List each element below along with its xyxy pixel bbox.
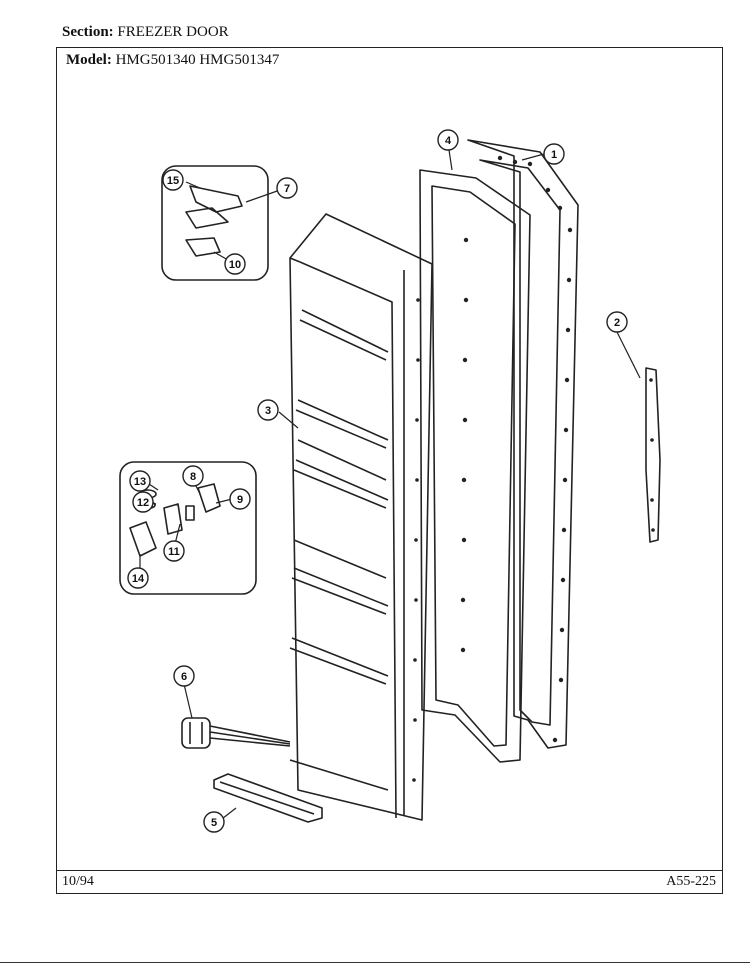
inset-top-hinge	[161, 165, 269, 281]
callout-labels: 1 2 3 4 5 6 7 8 9 10 11 12 13 14 15	[127, 129, 628, 833]
svg-text:6: 6	[181, 671, 187, 683]
section-title: Section: FREEZER DOOR	[62, 24, 229, 41]
page-bottom-rule	[0, 962, 750, 963]
revision-date: 10/94	[62, 874, 94, 889]
callout-5: 5	[203, 811, 225, 833]
footer-divider	[56, 870, 723, 871]
callout-1: 1	[543, 143, 565, 165]
svg-text:4: 4	[445, 135, 452, 147]
door-liner	[289, 213, 433, 821]
callout-11: 11	[163, 540, 185, 562]
page-code: A55-225	[666, 874, 716, 889]
callout-6: 6	[173, 665, 195, 687]
section-label: Section:	[62, 24, 114, 40]
callout-7: 7	[276, 177, 298, 199]
inset-lower-hinge	[119, 461, 257, 595]
callout-2: 2	[606, 311, 628, 333]
svg-text:10: 10	[229, 259, 241, 271]
section-value: FREEZER DOOR	[117, 24, 229, 40]
model-label: Model:	[66, 52, 112, 68]
model-value: HMG501340 HMG501347	[115, 52, 280, 68]
svg-text:12: 12	[137, 497, 149, 509]
callout-4: 4	[437, 129, 459, 151]
callout-10: 10	[224, 253, 246, 275]
diagram-frame	[56, 47, 723, 894]
svg-text:2: 2	[614, 317, 620, 329]
hinge-assembly	[181, 717, 291, 749]
svg-text:11: 11	[168, 546, 180, 558]
model-title: Model: HMG501340 HMG501347	[66, 52, 279, 69]
door-outer-panel	[467, 139, 579, 749]
svg-text:3: 3	[265, 405, 271, 417]
svg-text:5: 5	[211, 817, 217, 829]
svg-text:14: 14	[132, 573, 145, 585]
svg-text:9: 9	[237, 494, 243, 506]
svg-text:1: 1	[551, 149, 557, 161]
callout-14: 14	[127, 567, 149, 589]
callout-15: 15	[162, 169, 184, 191]
callout-9: 9	[229, 488, 251, 510]
svg-text:8: 8	[190, 471, 196, 483]
door-handle	[645, 367, 661, 543]
svg-text:7: 7	[284, 183, 290, 195]
door-gasket	[419, 169, 531, 763]
callout-3: 3	[257, 399, 279, 421]
svg-text:13: 13	[134, 476, 146, 488]
callout-12: 12	[132, 491, 154, 513]
callout-13: 13	[129, 470, 151, 492]
bottom-trim	[213, 773, 323, 823]
svg-text:15: 15	[167, 175, 179, 187]
callout-8: 8	[182, 465, 204, 487]
